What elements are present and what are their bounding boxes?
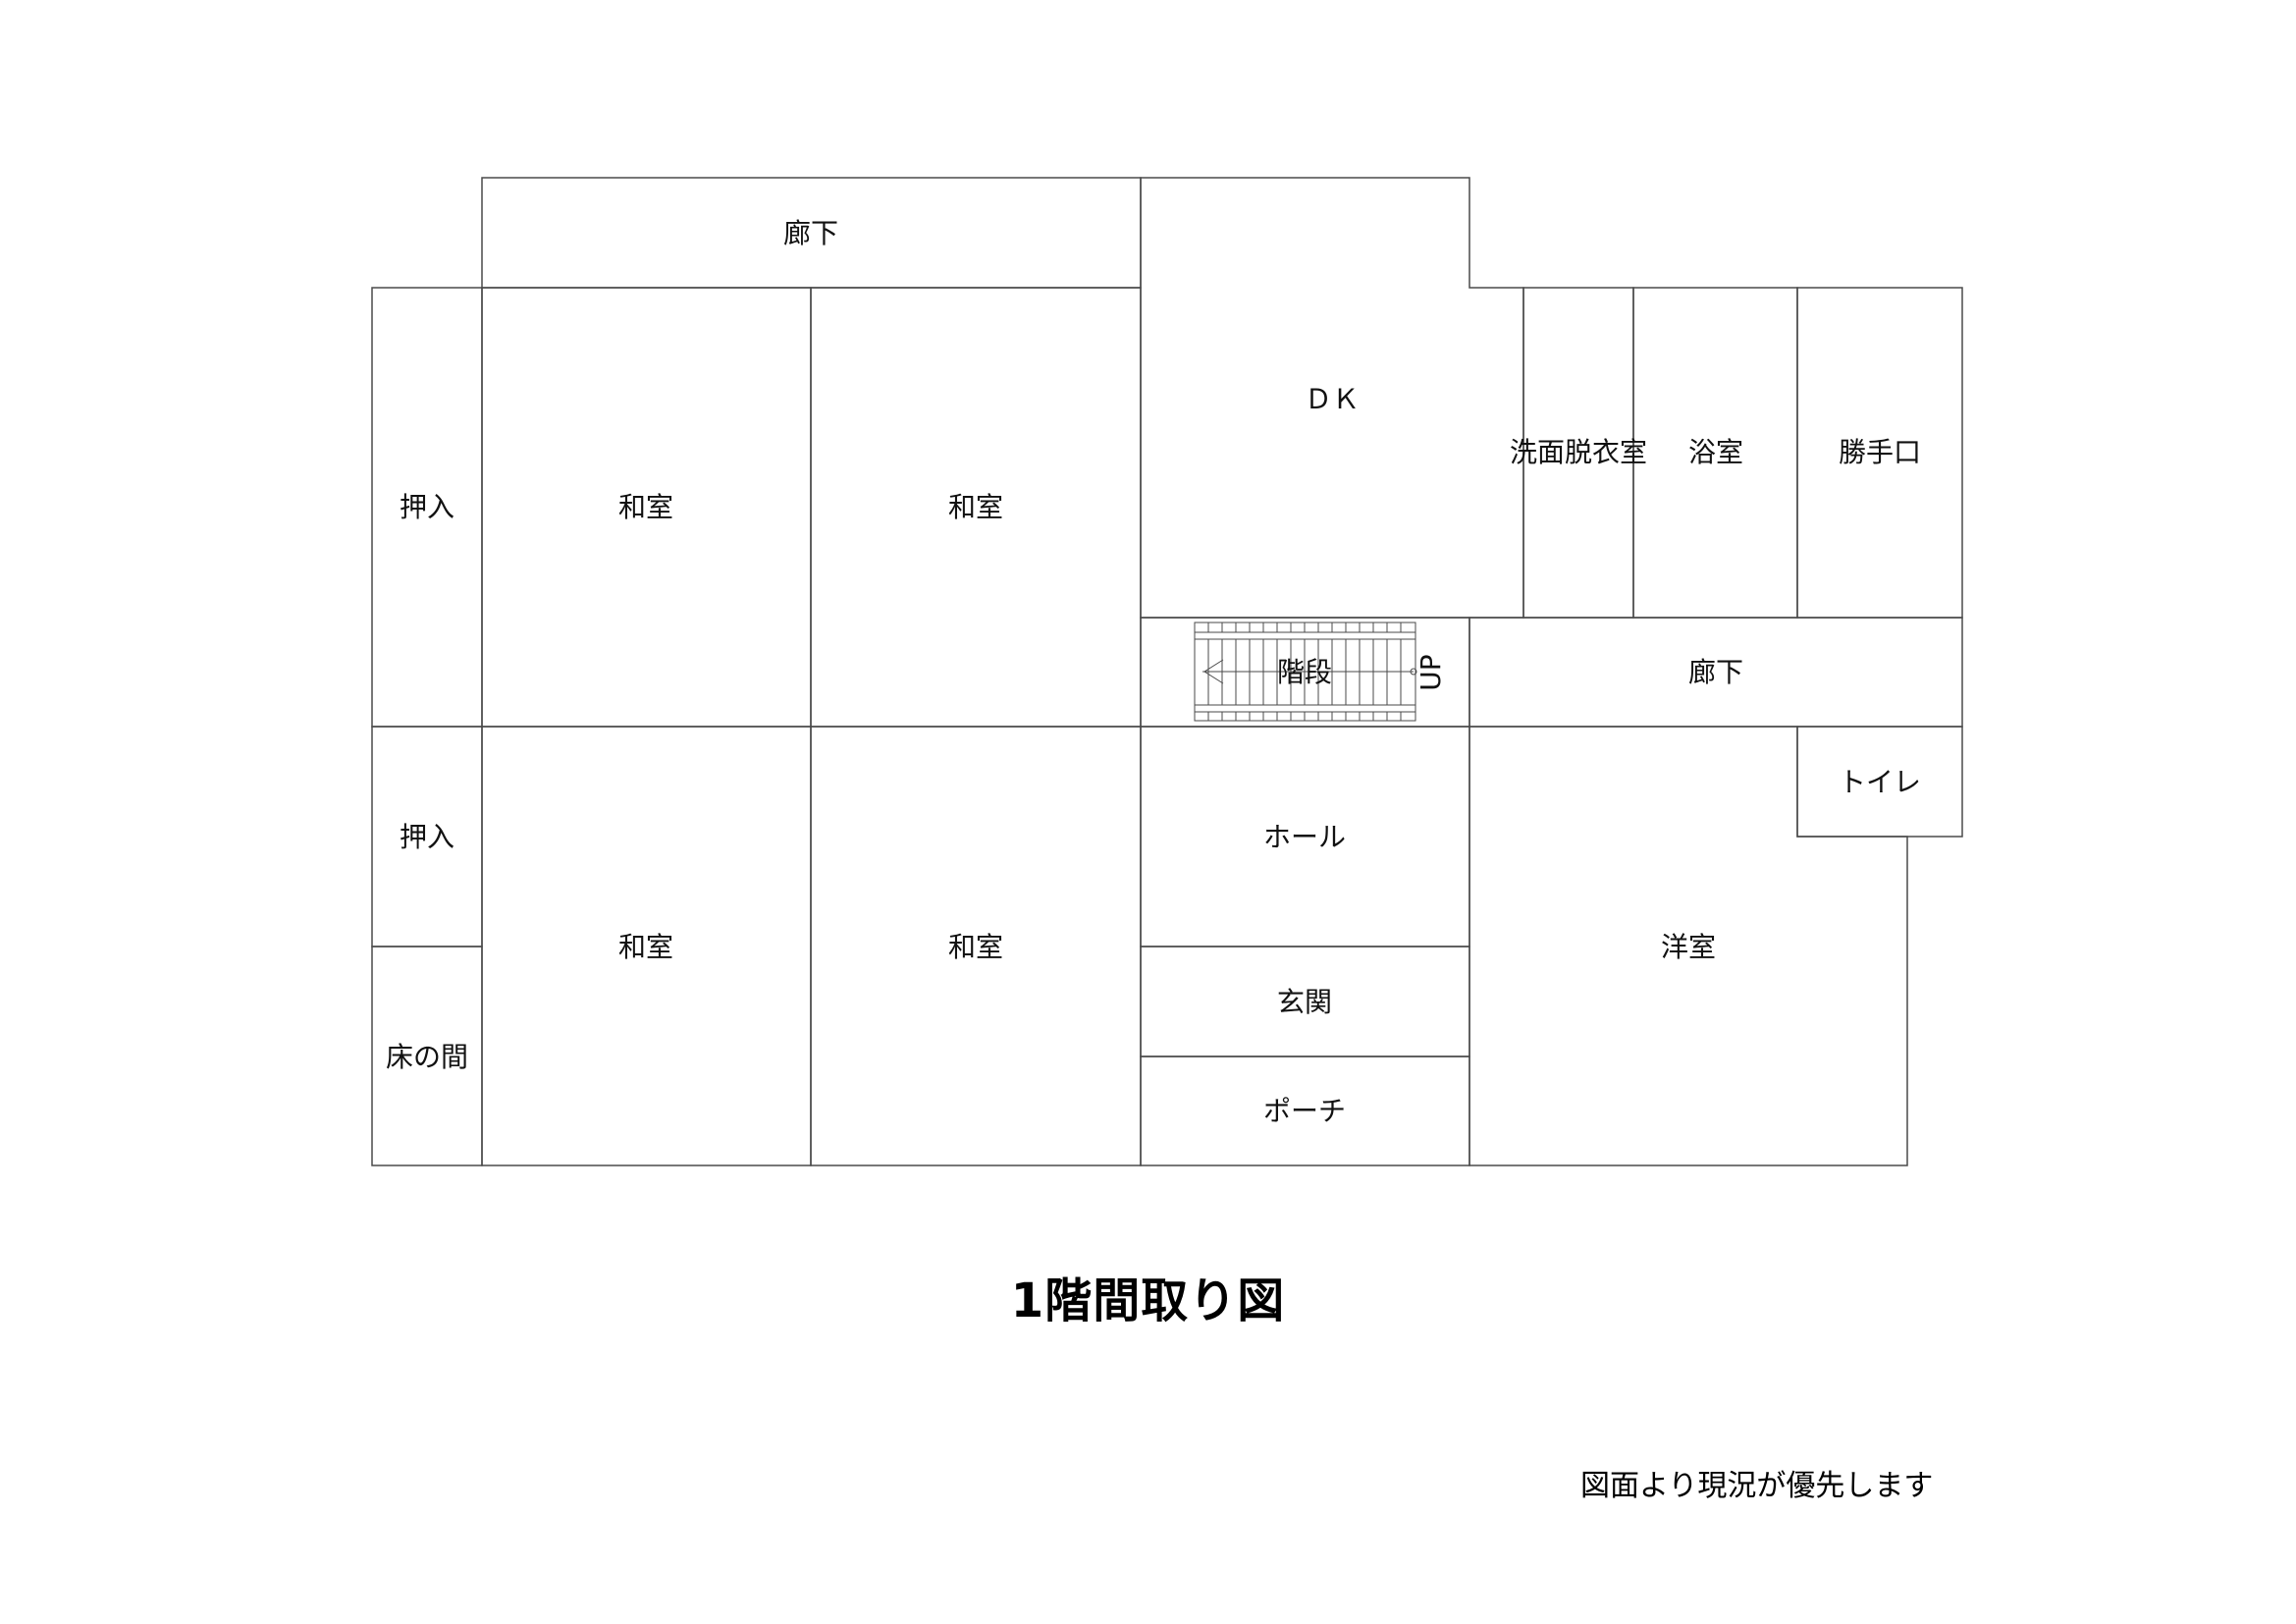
label-corridor-right: 廊下 [1688, 656, 1743, 688]
label-senmen: 洗面脱衣室 [1510, 436, 1647, 468]
label-stair-up: UP [1415, 654, 1447, 690]
stair-arrow [1203, 659, 1224, 684]
label-washitsu-4: 和室 [948, 931, 1003, 963]
label-washitsu-3: 和室 [618, 931, 673, 963]
label-toilet: トイレ [1839, 766, 1921, 798]
label-oshiire-1: 押入 [400, 491, 454, 523]
label-yokushitsu: 浴室 [1688, 436, 1743, 468]
label-porch: ポーチ [1263, 1095, 1346, 1127]
label-kaidan: 階段 [1277, 656, 1332, 688]
label-washitsu-2: 和室 [948, 491, 1003, 523]
staircase [1194, 622, 1417, 722]
label-genkan: 玄関 [1277, 986, 1332, 1018]
label-hall: ホール [1263, 821, 1346, 853]
label-youshitsu: 洋室 [1661, 931, 1716, 963]
label-katteguchi: 勝手口 [1839, 436, 1921, 468]
label-tokonoma: 床の間 [386, 1041, 468, 1073]
label-washitsu-1: 和室 [618, 491, 673, 523]
disclaimer-note: 図面より現況が優先します [1580, 1469, 1934, 1503]
page-title: 1階間取り図 [1010, 1273, 1286, 1328]
label-corridor-top: 廊下 [783, 217, 838, 249]
label-dk: ＤＫ [1305, 383, 1360, 415]
label-oshiire-2: 押入 [400, 821, 454, 853]
room-toilet [1796, 726, 1963, 838]
